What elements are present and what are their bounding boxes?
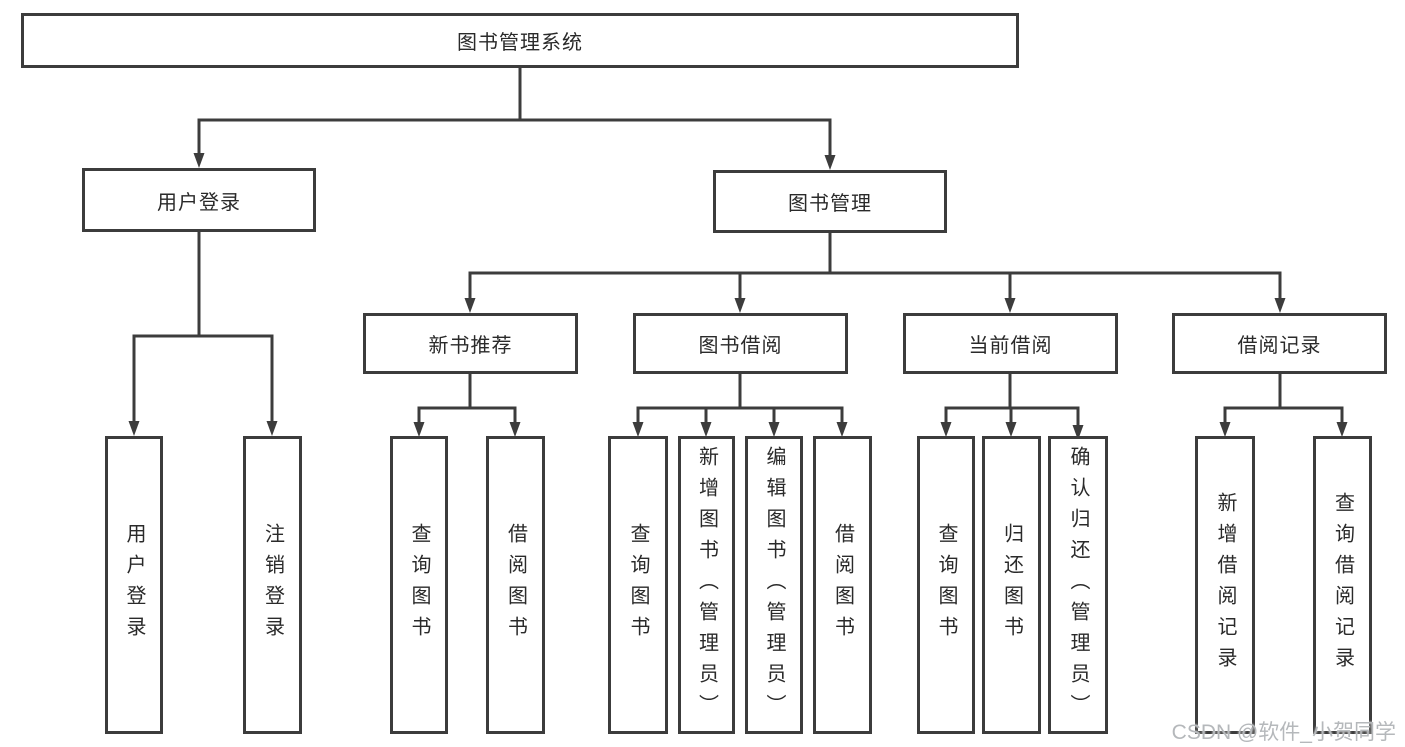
- arrowhead-icon: [128, 421, 140, 436]
- arrowhead-icon: [1274, 298, 1286, 313]
- leaf-label: 查询图书: [408, 523, 430, 647]
- leaf-label: 新增借阅记录: [1214, 492, 1236, 678]
- leaf-return-books: 归还图书: [982, 436, 1041, 734]
- csdn-watermark: CSDN @软件_小贺同学: [1171, 721, 1396, 744]
- leaf-label: 借阅图书: [504, 523, 527, 647]
- leaf-logout: 注销登录: [243, 436, 302, 734]
- node-label: 图书管理: [788, 193, 872, 215]
- arrowhead-icon: [836, 422, 848, 437]
- node-label: 图书管理系统: [457, 32, 583, 54]
- leaf-borrow-books-recommend: 借阅图书: [486, 436, 545, 734]
- arrowhead-icon: [1336, 422, 1348, 437]
- leaf-query-books-borrowing: 查询图书: [608, 436, 668, 734]
- leaf-borrow-books: 借阅图书: [813, 436, 872, 734]
- arrowhead-icon: [700, 422, 712, 437]
- node-user-login: 用户登录: [82, 168, 316, 232]
- arrowhead-icon: [509, 422, 521, 437]
- arrowhead-icon: [464, 298, 476, 313]
- leaf-label: 编辑图书（管理员）: [763, 445, 785, 725]
- node-borrowing-records: 借阅记录: [1172, 313, 1387, 374]
- leaf-add-borrow-record: 新增借阅记录: [1195, 436, 1255, 734]
- arrowhead-icon: [734, 298, 746, 313]
- leaf-label: 归还图书: [1000, 523, 1023, 647]
- leaf-label: 借阅图书: [831, 523, 854, 647]
- node-label: 当前借阅: [968, 335, 1053, 357]
- leaf-confirm-return-admin: 确认归还（管理员）: [1048, 436, 1108, 734]
- leaf-query-books-current: 查询图书: [917, 436, 975, 734]
- arrowhead-icon: [1005, 422, 1017, 437]
- node-library-management-system: 图书管理系统: [21, 13, 1019, 68]
- leaf-add-books-admin: 新增图书（管理员）: [678, 436, 735, 734]
- arrowhead-icon: [768, 422, 780, 437]
- leaf-query-books-recommend: 查询图书: [390, 436, 448, 734]
- leaf-user-login: 用户登录: [105, 436, 163, 734]
- leaf-label: 用户登录: [123, 523, 145, 647]
- arrowhead-icon: [413, 422, 425, 437]
- arrowhead-icon: [266, 421, 278, 436]
- leaf-query-borrow-record: 查询借阅记录: [1313, 436, 1372, 734]
- node-current-borrowing: 当前借阅: [903, 313, 1118, 374]
- arrowhead-icon: [193, 153, 205, 168]
- node-label: 新书推荐: [428, 335, 513, 357]
- leaf-label: 查询图书: [627, 523, 649, 647]
- node-book-borrowing: 图书借阅: [633, 313, 848, 374]
- arrowhead-icon: [940, 422, 952, 437]
- node-label: 图书借阅: [698, 335, 783, 357]
- arrowhead-icon: [1219, 422, 1231, 437]
- arrowhead-icon: [632, 422, 644, 437]
- node-book-management: 图书管理: [713, 170, 947, 233]
- leaf-edit-books-admin: 编辑图书（管理员）: [745, 436, 803, 734]
- arrowhead-icon: [824, 155, 836, 170]
- node-label: 用户登录: [157, 191, 241, 214]
- leaf-label: 确认归还（管理员）: [1067, 445, 1089, 725]
- leaf-label: 新增图书（管理员）: [695, 445, 718, 725]
- arrowhead-icon: [1004, 298, 1016, 313]
- leaf-label: 查询借阅记录: [1331, 492, 1354, 678]
- leaf-label: 查询图书: [935, 523, 957, 647]
- leaf-label: 注销登录: [261, 523, 284, 647]
- node-new-book-recommend: 新书推荐: [363, 313, 578, 374]
- arrowhead-icon: [1072, 425, 1084, 440]
- node-label: 借阅记录: [1237, 335, 1322, 357]
